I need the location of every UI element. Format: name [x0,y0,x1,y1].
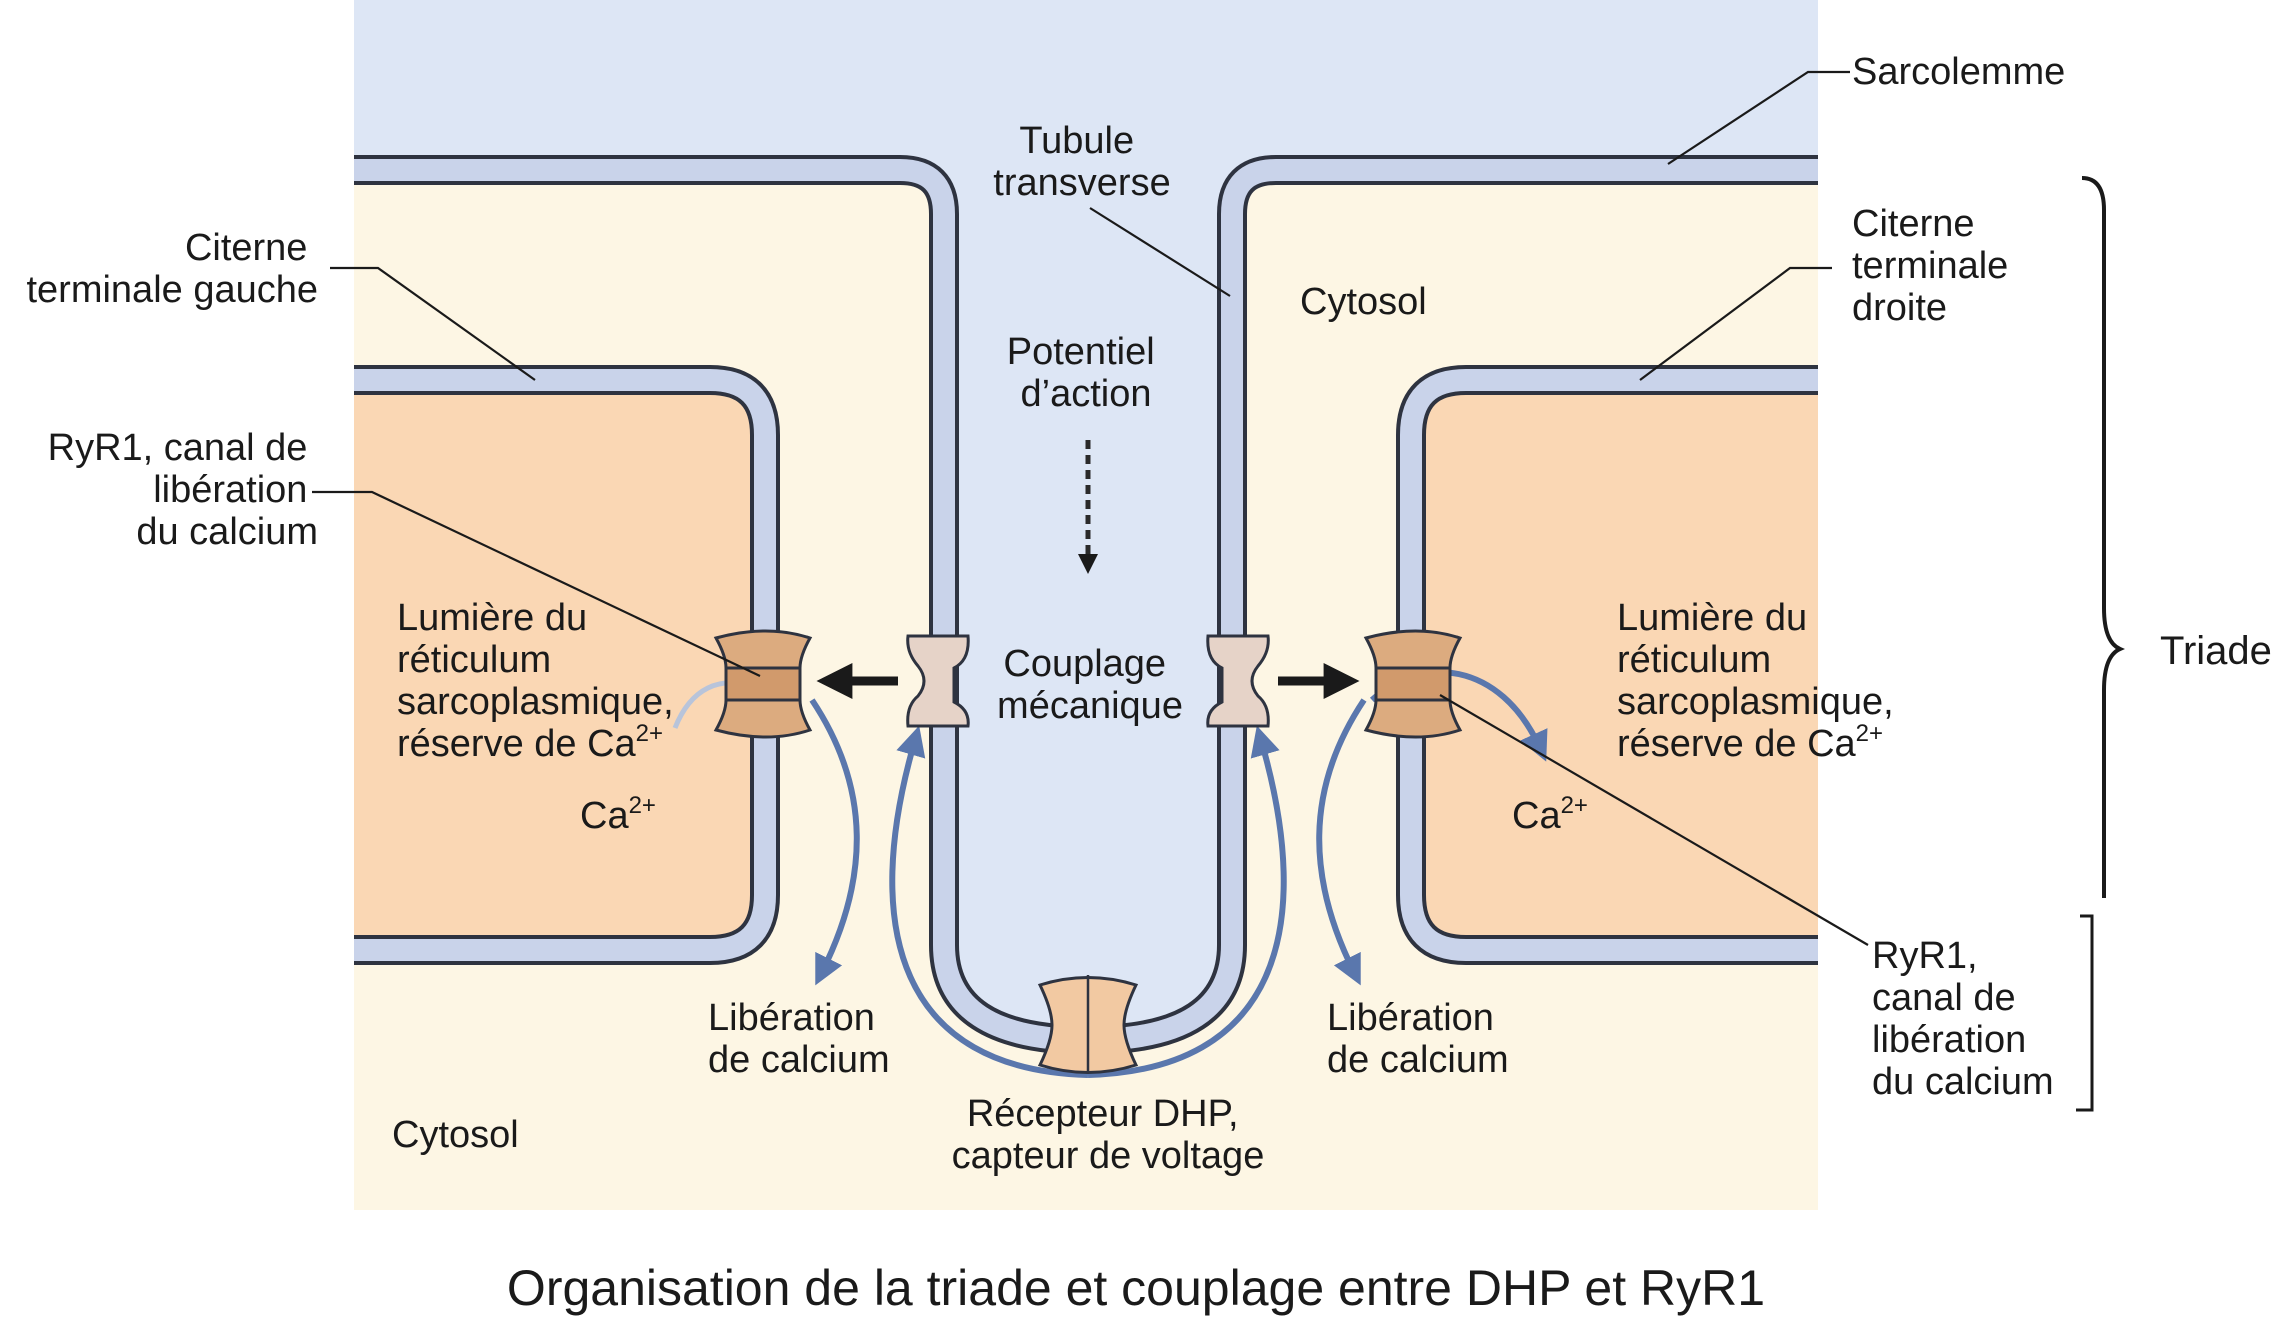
label-citerne-gauche: Citerne terminale gauche [26,227,318,311]
ryr1-channel-right [1363,629,1463,739]
label-citerne-droite: Citerne terminale droite [1852,203,2019,329]
ryr1-right-bracket [2076,914,2094,1112]
calcium-release-arrow-left-outer [889,725,1089,1078]
label-lumiere-left: Lumière du réticulum sarcoplasmique, rés… [397,597,684,765]
label-liberation-right: Libération de calcium [1327,997,1509,1081]
dhp-receptor-right [1206,634,1270,728]
label-lumiere-right: Lumière du réticulum sarcoplasmique, rés… [1617,597,1904,765]
label-ca-left: Ca2+ [580,792,656,837]
leader-sarcolemme [1667,70,1850,165]
ryr1-channel-left [713,629,813,739]
label-triade: Triade [2160,629,2272,673]
figure-caption: Organisation de la triade et couplage en… [507,1260,1765,1316]
label-liberation-left: Libération de calcium [708,997,890,1081]
calcium-release-arrow-left-inner [809,698,860,986]
label-couplage-mecanique: Couplage mécanique [997,643,1183,727]
leader-ryr1-right [1439,694,1869,946]
label-tubule-transverse: Tubule transverse [993,120,1170,204]
dhp-receptor-left [906,634,970,728]
label-recepteur-dhp: Récepteur DHP, capteur de voltage [952,1093,1265,1177]
calcium-release-arrow-right-outer [1087,725,1287,1078]
calcium-release-arrow-right-inner [1316,698,1367,986]
leader-citerne-droite [1639,266,1832,381]
leader-tubule [1089,207,1231,297]
triade-brace [2081,176,2125,898]
label-ca-right: Ca2+ [1512,792,1588,837]
label-potentiel-action: Potentiel d’action [1007,331,1165,415]
label-cytosol-top: Cytosol [1300,281,1427,323]
sr-lumen-left [354,380,765,950]
label-sarcolemme: Sarcolemme [1852,51,2065,93]
label-ryr1-right: RyR1, canal de libération du calcium [1872,935,2054,1103]
label-cytosol-bottom: Cytosol [392,1114,519,1156]
leader-citerne-gauche [330,266,536,381]
sr-lumen-right [1411,380,1818,950]
leader-ryr1-left [312,490,761,677]
label-ryr1-left: RyR1, canal de libération du calcium [48,427,318,553]
